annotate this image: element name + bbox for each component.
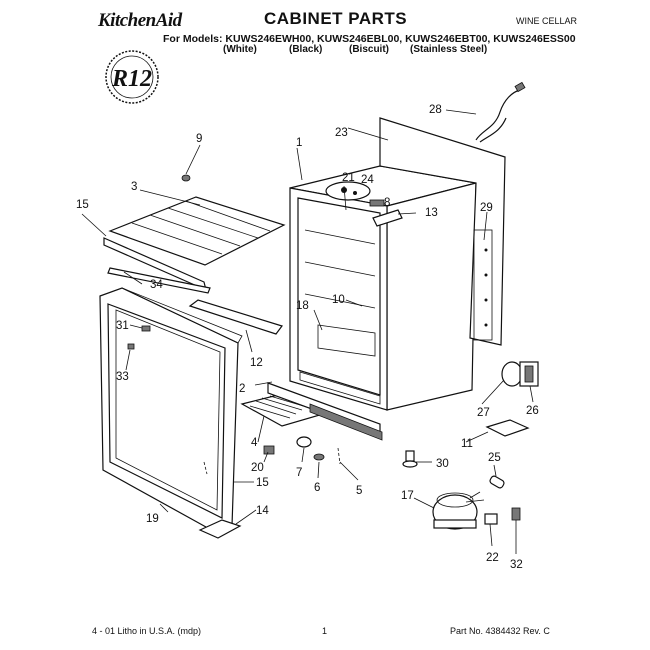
back-panel [379, 117, 506, 346]
finish-biscuit: (Biscuit) [349, 44, 389, 55]
callout-numbers: 1 2 3 4 5 6 7 8 9 10 11 12 13 14 15 15 1… [76, 104, 539, 571]
footer-part-number: Part No. 4384432 Rev. C [450, 626, 550, 636]
callout-26: 26 [526, 405, 539, 417]
callout-14: 14 [256, 505, 269, 517]
door-assembly [99, 287, 243, 533]
callout-34: 34 [150, 279, 163, 291]
callout-9: 9 [196, 133, 202, 145]
footer-litho: 4 - 01 Litho in U.S.A. (mdp) [92, 626, 202, 636]
model-list: For Models: KUWS246EWH00, KUWS246EBL00, … [163, 33, 576, 45]
callout-21: 21 [342, 172, 355, 184]
callout-12: 12 [250, 357, 263, 369]
callout-33: 33 [116, 371, 129, 383]
fan-motor-assembly [501, 361, 539, 387]
callout-31: 31 [116, 320, 129, 332]
grommet [489, 475, 505, 489]
callout-5: 5 [356, 485, 362, 497]
callout-23: 23 [335, 127, 348, 139]
top-hinge-parts [325, 181, 403, 227]
finish-white: (White) [223, 44, 257, 55]
callout-22: 22 [486, 552, 499, 564]
callout-24: 24 [361, 174, 374, 186]
kitchenaid-logo: KitchenAid [98, 10, 182, 31]
callout-6: 6 [314, 482, 320, 494]
finish-black: (Black) [289, 44, 323, 55]
callout-17: 17 [401, 490, 414, 502]
callout-10: 10 [332, 294, 345, 306]
callout-20: 20 [251, 462, 264, 474]
leveling-leg [402, 450, 418, 468]
r12-badge: R12 [105, 50, 159, 104]
r12-badge-text: R12 [111, 66, 152, 92]
door-handle [188, 299, 283, 335]
callout-7: 7 [296, 467, 302, 479]
product-category: WINE CELLAR [516, 16, 578, 26]
callout-11: 11 [461, 438, 473, 450]
compressor [432, 491, 485, 530]
leader-lines [81, 109, 534, 554]
callout-18: 18 [296, 300, 309, 312]
callout-30: 30 [436, 458, 449, 470]
callout-27: 27 [477, 407, 490, 419]
relay-overload [484, 507, 521, 525]
callout-8: 8 [384, 197, 390, 209]
callout-15-top: 15 [76, 199, 89, 211]
callout-25: 25 [488, 452, 501, 464]
power-cord [475, 81, 526, 143]
drain-pan [485, 419, 530, 437]
callout-32: 32 [510, 559, 523, 571]
callout-1: 1 [296, 137, 302, 149]
callout-4: 4 [251, 437, 258, 449]
footer-page-number: 1 [322, 626, 328, 636]
bottom-hinge [198, 519, 242, 539]
callout-15-gasket: 15 [256, 477, 269, 489]
callout-13: 13 [425, 207, 438, 219]
callout-2: 2 [239, 383, 245, 395]
top-panel [103, 174, 286, 294]
callout-29: 29 [480, 202, 493, 214]
callout-3: 3 [131, 181, 137, 193]
base-parts [240, 382, 383, 465]
page-title: CABINET PARTS [264, 9, 408, 28]
finish-stainless: (Stainless Steel) [410, 44, 488, 55]
callout-19: 19 [146, 513, 159, 525]
screws [127, 325, 208, 475]
callout-28: 28 [429, 104, 442, 116]
